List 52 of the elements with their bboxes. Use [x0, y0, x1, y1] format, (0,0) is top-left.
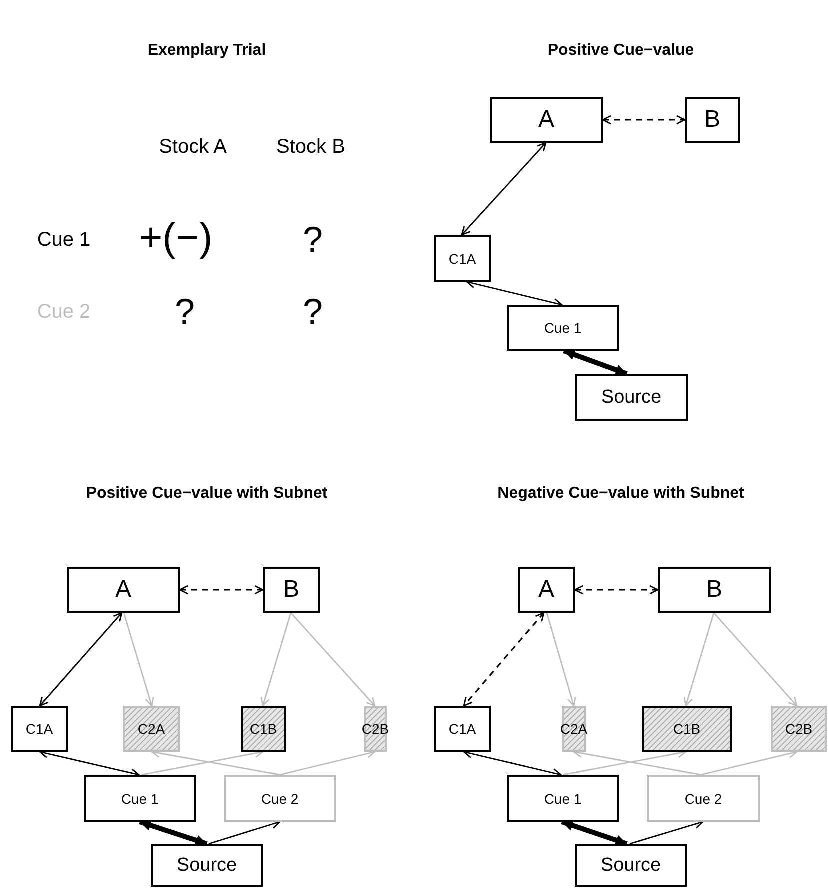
arrow [139, 820, 208, 846]
arrow [123, 612, 154, 707]
node-label: C2B [785, 722, 813, 736]
node-label: Source [600, 856, 662, 875]
node-label: C1A [26, 722, 54, 736]
arrow [546, 612, 576, 707]
node-label: C2B [362, 722, 390, 736]
arrow [630, 820, 704, 845]
trial-label: ? [174, 292, 196, 332]
node-label: Source [176, 856, 238, 875]
arrow [39, 612, 123, 707]
node-label: C2A [138, 722, 166, 736]
node-label: Cue 2 [261, 792, 299, 806]
node-label: C1B [250, 722, 278, 736]
trial-label: ? [302, 220, 324, 260]
arrow [260, 612, 292, 707]
node-label: B [706, 578, 722, 602]
arrow [574, 585, 659, 595]
trial-label: Cue 1 [37, 229, 91, 251]
node-label: B [283, 578, 300, 602]
panel-title: Positive Cue−value with Subnet [86, 485, 328, 503]
node-label: B [704, 108, 720, 132]
trial-label: Stock A [159, 136, 227, 158]
arrow [179, 585, 264, 595]
arrow [713, 612, 798, 707]
node-label: A [538, 578, 554, 602]
arrow [463, 612, 545, 707]
arrow [561, 820, 628, 846]
node-label: Cue 1 [121, 792, 159, 806]
arrow [602, 115, 686, 125]
arrow [290, 612, 376, 707]
node-label: Cue 2 [684, 792, 722, 806]
panel-title: Exemplary Trial [148, 42, 266, 60]
trial-label: +(−) [139, 216, 213, 260]
arrow [208, 820, 281, 845]
node-label: A [538, 108, 554, 132]
node-label: Cue 1 [544, 321, 582, 335]
panel-title: Negative Cue−value with Subnet [498, 485, 744, 503]
arrow [684, 612, 715, 707]
node-label: C1A [448, 252, 476, 266]
node-label: Source [601, 388, 662, 407]
trial-label: Cue 2 [37, 301, 91, 323]
arrow [461, 142, 547, 236]
trial-label: Stock B [276, 136, 346, 158]
trial-label: ? [302, 292, 324, 332]
node-label: C1A [448, 722, 476, 736]
node-label: C1B [673, 722, 701, 736]
node-label: C2A [560, 722, 588, 736]
panel-title: Positive Cue−value [548, 42, 694, 60]
arrow [563, 348, 628, 376]
node-label: A [115, 578, 132, 602]
node-label: Cue 1 [544, 792, 582, 806]
